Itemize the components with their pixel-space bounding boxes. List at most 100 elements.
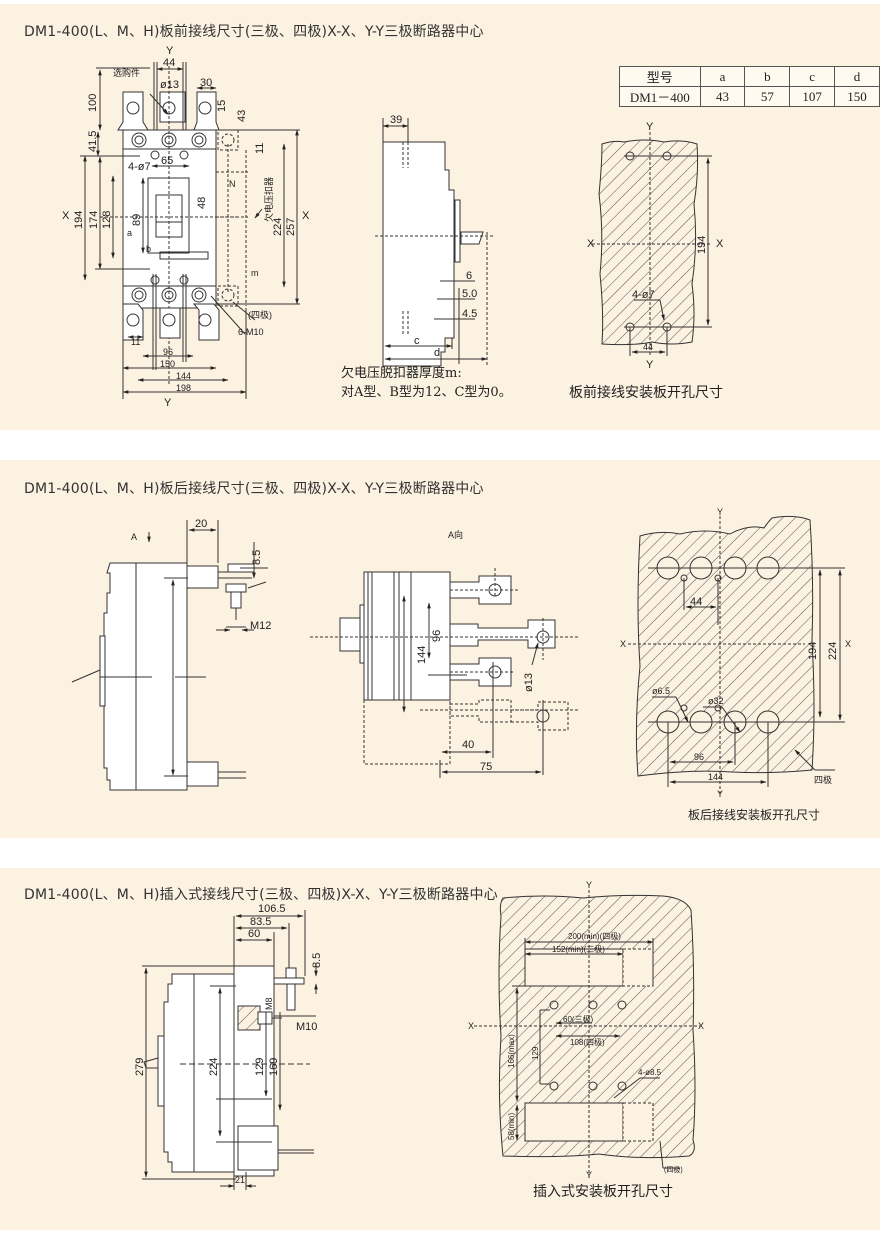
section-title: DM1-400(L、M、H)插入式接线尺寸(三极、四极)X-X、Y-Y三极断路器… [24,887,498,903]
spec-cell-d: 150 [834,86,880,107]
plugin-cutout-holes: 4-ø8.5 [638,1068,662,1077]
spec-cell-c: 107 [789,86,836,107]
dim-43: 43 [236,110,248,122]
dim-144: 144 [176,371,191,381]
cutout-y-top: Y [646,121,654,133]
dim-257: 257 [285,218,297,236]
dim-d: d [434,347,440,359]
plugin-cutout-dim-166: 166(max) [507,1034,516,1068]
plugin-cutout-caption: 插入式安装板开孔尺寸 [533,1184,673,1200]
dim-128: 128 [101,211,113,229]
dim-11-bottom: 11 [131,337,140,347]
section-front-wiring: DM1-400(L、M、H)板前接线尺寸(三极、四极)X-X、Y-Y三极断路器中… [0,4,880,430]
plugin-cutout-x-left: X [468,1021,474,1031]
front-wiring-drawings: Y 选购件 44 ø13 30 15 43 100 41.5 11 4-ø7 6… [62,45,724,409]
dim-169: 169 [268,1058,280,1076]
dim-198: 198 [176,383,191,393]
spec-cell-model: DM1－400 [619,86,701,107]
front-view [100,62,248,384]
dim-11: 11 [254,143,266,154]
dim-39: 39 [390,114,402,126]
dim-75: 75 [480,761,492,773]
spec-table-header: 型号 a b c d [619,66,880,87]
label-holes: 4-ø7 [128,161,151,173]
rear-wiring-drawings: A 20 8.5 M12 [71,507,851,799]
dim-83-5: 83.5 [250,916,271,928]
dim-20: 20 [195,518,207,530]
plugin-cutout-y-bottom: Y [586,1170,592,1180]
label-a-view: A向 [448,529,463,540]
rear-cutout-dim-96: 96 [694,752,704,762]
cutout-dim-44: 44 [643,342,653,352]
plugin-cutout-dim-58: 58(min) [507,1113,516,1140]
plugin-side-view [142,910,318,1190]
plugin-cutout-x-right: X [698,1021,704,1031]
label-optional-part: 选购件 [113,67,140,78]
section-title: DM1-400(L、M、H)板前接线尺寸(三极、四极)X-X、Y-Y三极断路器中… [24,24,484,40]
cutout-x-right: X [716,238,724,250]
rear-cutout-dim-194: 194 [807,642,819,660]
dim-5-0: 5.0 [462,288,477,300]
dim-6: 6 [466,270,472,282]
rear-cutout-dim-44: 44 [690,596,702,608]
label-screws: 6-M10 [238,327,264,337]
cutout-x-left: X [587,238,595,250]
rear-cutout-y-top: Y [717,507,723,517]
dim-144: 144 [416,646,428,664]
cutout-caption: 板前接线安装板开孔尺寸 [569,385,723,401]
label-undervoltage: 欠电压扣器 [263,177,274,222]
label-n: N [229,179,236,189]
spec-cell-b: 57 [744,86,791,107]
dim-m10: M10 [296,1021,317,1033]
label-b: b [146,244,151,254]
dim-8-5: 8.5 [251,550,263,565]
table-row: DM1－400 43 57 107 150 [619,86,880,107]
plugin-cutout-dim-152: 152(min)(三极) [552,944,605,954]
section-rear-wiring: DM1-400(L、M、H)板后接线尺寸(三极、四极)X-X、Y-Y三极断路器中… [0,460,880,838]
plugin-cutout-y-top: Y [586,880,592,890]
rear-cutout-d6-5: ø6.5 [652,686,670,696]
dim-89: 89 [131,214,143,226]
dim-15: 15 [216,100,228,112]
spec-table: 型号 a b c d DM1－400 43 57 107 150 [619,66,880,107]
dim-8-5: 8.5 [311,953,323,968]
cutout-dim-194: 194 [696,236,708,254]
spec-header-model: 型号 [619,66,701,87]
dim-150: 150 [160,359,175,369]
front-panel-cutout: Y X X 194 4-ø7 44 Y [587,121,724,371]
dim-65: 65 [161,155,173,167]
plugin-wiring-drawings: 106.5 83.5 60 8.5 M8 M10 279 224 129 169… [134,880,704,1190]
dim-96: 96 [163,347,173,357]
undervoltage-note: 欠电压脱扣器厚度m: 对A型、B型为12、C型为0。 [341,364,512,402]
section-plugin-wiring: DM1-400(L、M、H)插入式接线尺寸(三极、四极)X-X、Y-Y三极断路器… [0,868,880,1230]
plugin-cutout-dim-60: 60(三极) [563,1014,594,1024]
dim-c: c [414,335,420,347]
plugin-cutout-dim-108: 108(四极) [570,1037,605,1047]
label-y-bottom: Y [164,397,172,409]
dim-106-5: 106.5 [258,903,286,915]
dim-4-5: 4.5 [462,308,477,320]
label-m: m [251,268,259,278]
dim-44: 44 [163,57,175,69]
rear-cutout-dim-224: 224 [827,642,839,660]
rear-cutout-four-pole: 四极 [814,774,832,785]
plugin-cutout-dim-129: 129 [531,1046,540,1060]
rear-side-view [71,520,268,791]
plugin-panel-cutout: Y X X 200(min)(四极) 152(min)(三极) 60(三极) 1… [468,880,704,1180]
note-line-2: 对A型、B型为12、C型为0。 [341,385,512,400]
a-direction-view [310,568,578,778]
rear-panel-cutout: Y X X 44 194 224 ø6.5 ø32 96 144 四极 Y [620,507,851,799]
dim-96: 96 [431,630,443,642]
dim-100: 100 [87,94,99,112]
rear-cutout-dim-144: 144 [708,772,723,782]
plugin-cutout-dim-200: 200(min)(四极) [568,931,621,941]
label-a: a [127,228,132,238]
cutout-holes: 4-ø7 [632,289,655,301]
label-a-arrow: A [131,532,137,542]
label-x-left: X [62,210,70,222]
dim-13: ø13 [523,673,535,692]
rear-cutout-caption: 板后接线安装板开孔尺寸 [688,808,821,822]
rear-cutout-x-right: X [845,639,851,649]
dim-30: 30 [200,77,212,89]
spec-cell-a: 43 [699,86,746,107]
